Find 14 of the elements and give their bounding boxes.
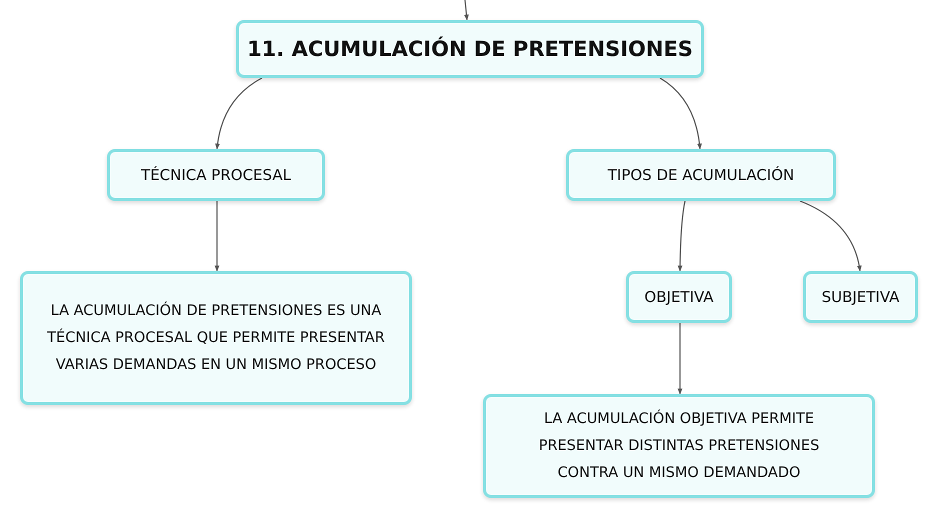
description-box: LA ACUMULACIÓN OBJETIVA PERMITE PRESENTAR DISTINTAS PRETENSIONES CONTRA UN MISMO DEMANDADO (483, 394, 875, 498)
title-box: 11. ACUMULACIÓN DE PRETENSIONES (236, 20, 704, 78)
arrow (678, 323, 682, 395)
arrow (464, 0, 469, 21)
arrow (800, 200, 862, 272)
arrow (215, 77, 262, 150)
arrow (660, 78, 702, 150)
category-box: OBJETIVA (626, 271, 732, 323)
description-box: LA ACUMULACIÓN DE PRETENSIONES ES UNA TÉCNICA PROCESAL QUE PERMITE PRESENTAR VARIAS DEMANDAS EN UN MISMO PROCESO (20, 271, 412, 405)
arrow (214, 201, 220, 272)
topic-box: TIPOS DE ACUMULACIÓN (566, 149, 836, 201)
topic-box: TÉCNICA PROCESAL (107, 149, 325, 201)
arrow (678, 200, 686, 272)
category-box: SUBJETIVA (803, 271, 918, 323)
